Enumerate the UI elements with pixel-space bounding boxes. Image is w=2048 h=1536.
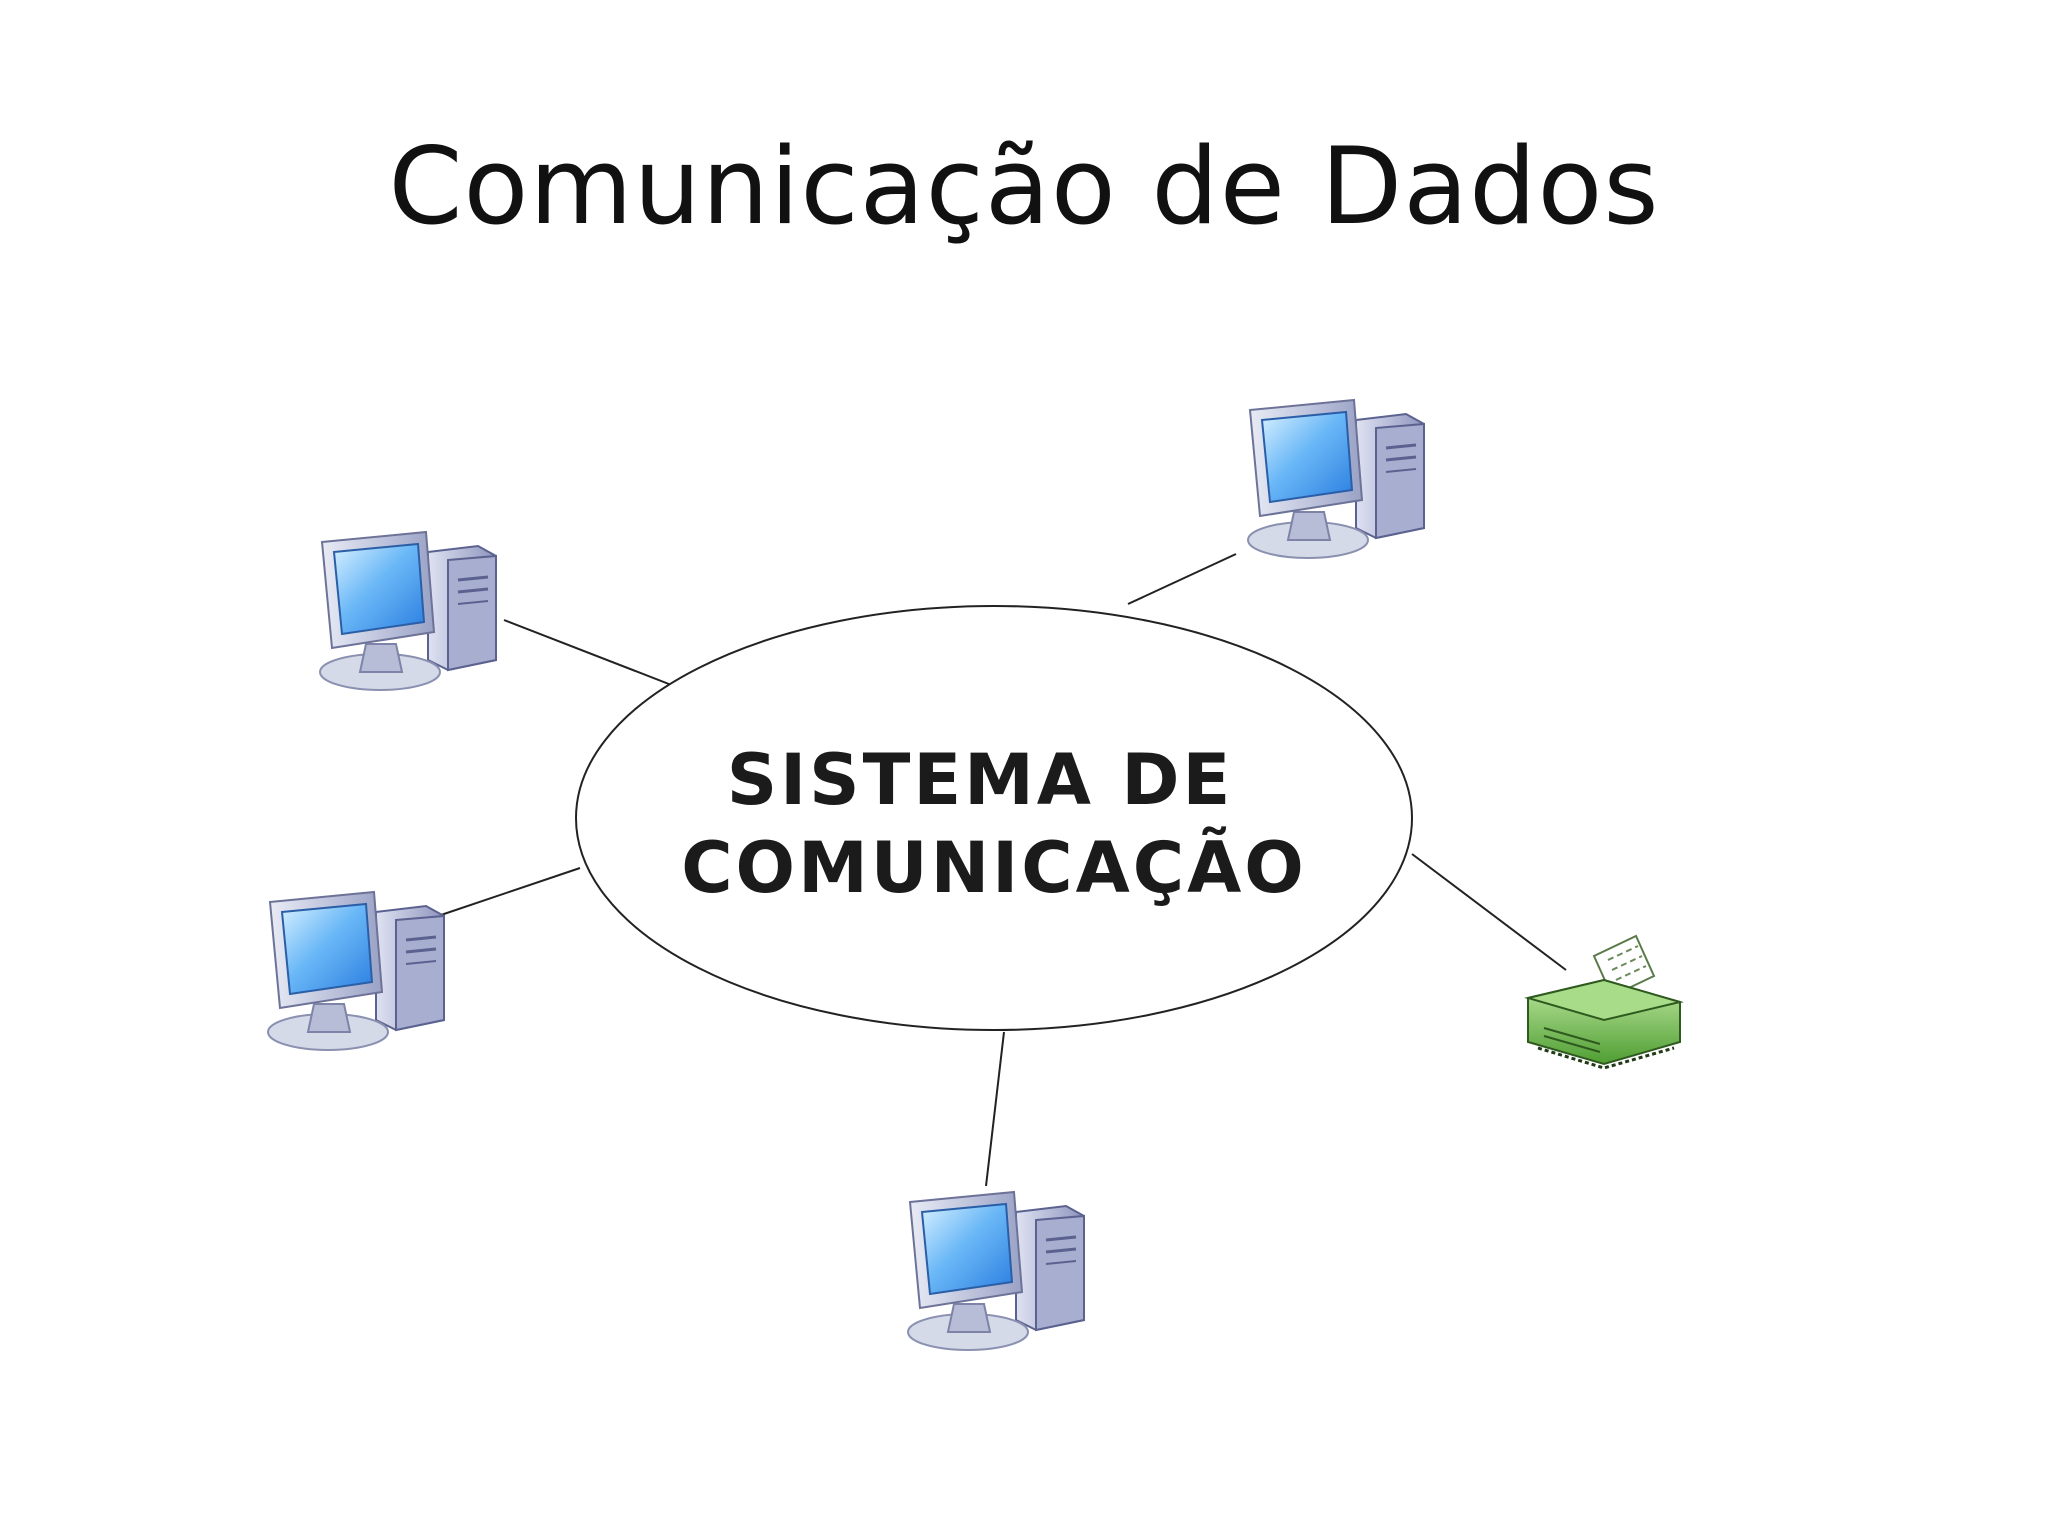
link-top-right xyxy=(1127,553,1237,605)
computer-icon-upper-left xyxy=(318,530,498,692)
center-label-line2: COMUNICAÇÃO xyxy=(681,827,1307,909)
computer-icon-bottom xyxy=(906,1190,1086,1352)
communication-system-ellipse xyxy=(575,605,1413,1031)
computer-icon-top-right xyxy=(1246,398,1426,560)
computer-icon-lower-left xyxy=(266,890,446,1052)
connection-lines xyxy=(437,553,1567,1187)
link-upper-left xyxy=(503,619,675,687)
printer-icon xyxy=(1526,934,1682,1070)
slide-title: Comunicação de Dados xyxy=(388,125,1660,248)
link-bottom xyxy=(985,1031,1005,1187)
link-lower-left xyxy=(437,867,581,917)
center-label-line1: SISTEMA DE xyxy=(727,739,1234,821)
link-printer xyxy=(1411,853,1567,971)
